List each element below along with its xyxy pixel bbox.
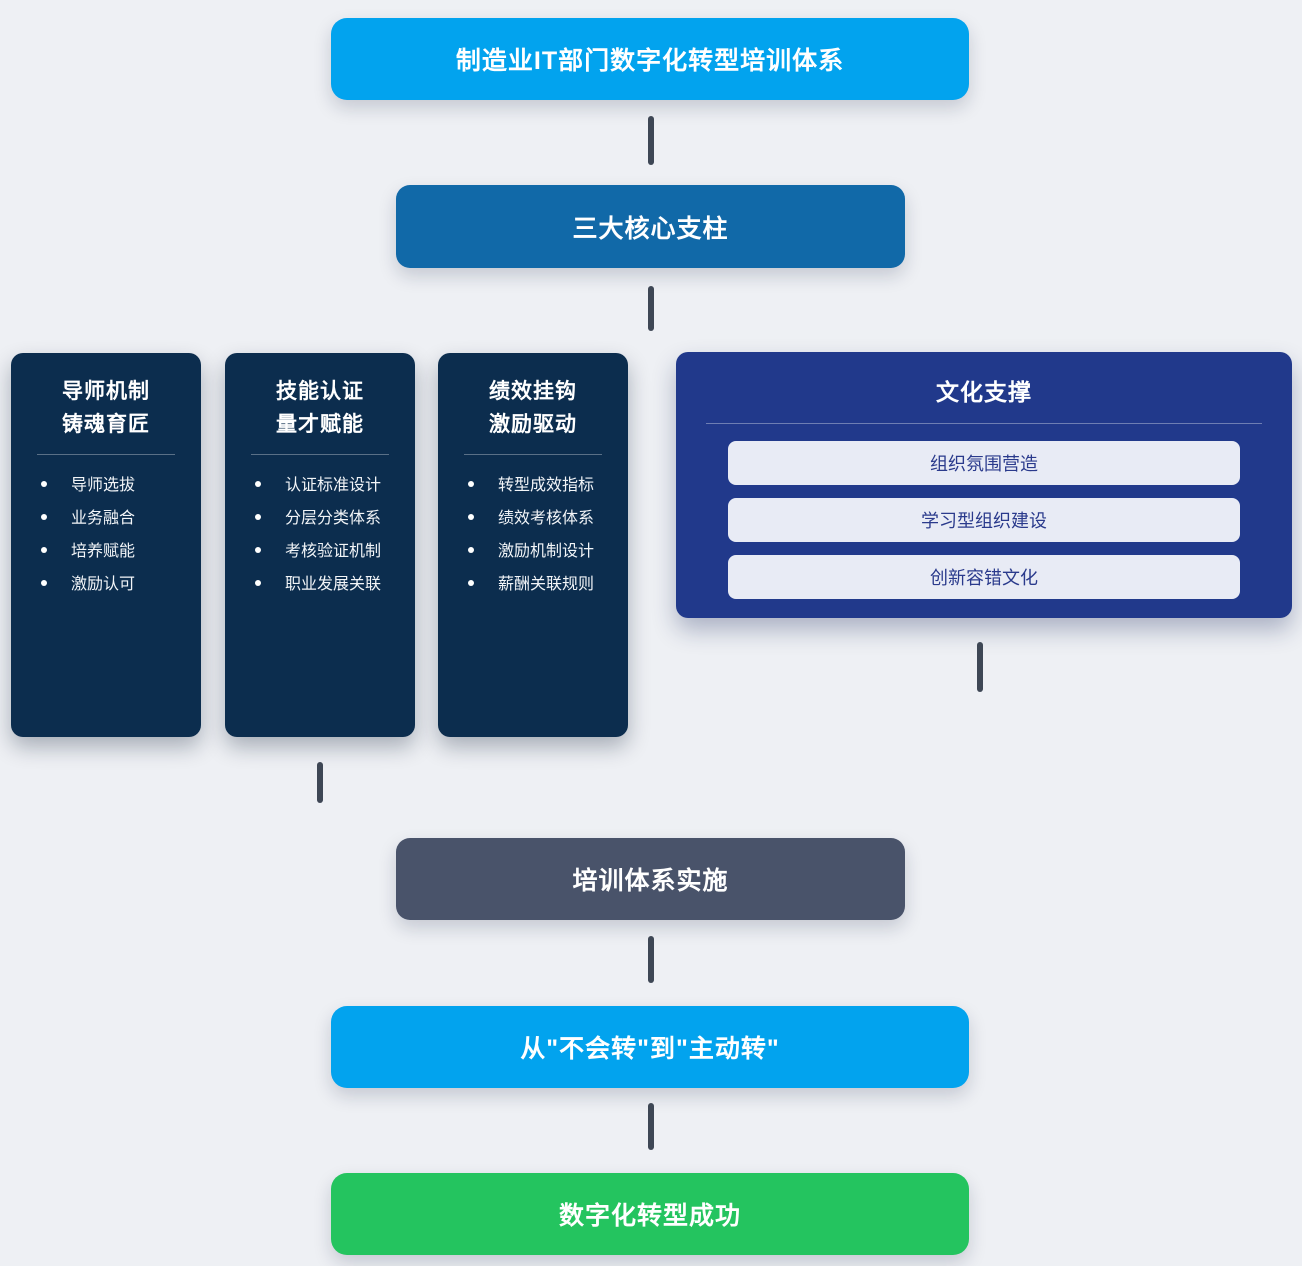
pillar-certification-title-line1: 技能认证 xyxy=(276,380,364,403)
bullet-dot xyxy=(41,481,47,488)
pillar-mentorship-title-line2: 铸魂育匠 xyxy=(62,413,150,436)
bullet-item: 转型成效指标 xyxy=(462,471,604,501)
bullet-dot xyxy=(255,580,261,587)
connector-title-to-header xyxy=(648,116,654,165)
divider xyxy=(251,454,389,455)
flow-node-system-title: 制造业IT部门数字化转型培训体系 xyxy=(331,18,969,100)
pillar-card-certification: 技能认证 量才赋能 认证标准设计 分层分类体系 考核验证机制 职业发展关联 xyxy=(225,353,415,737)
flow-node-transition-label: 从"不会转"到"主动转" xyxy=(520,1035,780,1063)
bullet-label: 导师选拔 xyxy=(71,477,136,494)
connector-pillars-to-implementation xyxy=(317,762,323,803)
pillar-certification-bullet-list: 认证标准设计 分层分类体系 考核验证机制 职业发展关联 xyxy=(249,471,391,600)
bullet-item: 业务融合 xyxy=(35,504,177,534)
bullet-item: 激励认可 xyxy=(35,570,177,600)
culture-item-atmosphere: 组织氛围营造 xyxy=(728,441,1240,485)
culture-item-learning-org: 学习型组织建设 xyxy=(728,498,1240,542)
flow-node-system-title-label: 制造业IT部门数字化转型培训体系 xyxy=(455,47,845,75)
bullet-label: 激励认可 xyxy=(71,576,136,593)
bullet-item: 认证标准设计 xyxy=(249,471,391,501)
flow-node-transition: 从"不会转"到"主动转" xyxy=(331,1006,969,1088)
bullet-label: 绩效考核体系 xyxy=(498,510,595,527)
bullet-dot xyxy=(255,481,261,488)
pillar-certification-title-line2: 量才赋能 xyxy=(276,413,364,436)
connector-transition-to-success xyxy=(648,1103,654,1150)
bullet-item: 激励机制设计 xyxy=(462,537,604,567)
pillar-card-performance: 绩效挂钩 激励驱动 转型成效指标 绩效考核体系 激励机制设计 薪酬关联规则 xyxy=(438,353,628,737)
bullet-item: 薪酬关联规则 xyxy=(462,570,604,600)
flow-node-success: 数字化转型成功 xyxy=(331,1173,969,1255)
pillar-performance-title: 绩效挂钩 激励驱动 xyxy=(462,375,604,441)
bullet-item: 绩效考核体系 xyxy=(462,504,604,534)
bullet-label: 培养赋能 xyxy=(71,543,136,560)
bullet-item: 职业发展关联 xyxy=(249,570,391,600)
pillar-mentorship-title: 导师机制 铸魂育匠 xyxy=(35,375,177,441)
pillar-certification-title: 技能认证 量才赋能 xyxy=(249,375,391,441)
divider xyxy=(37,454,175,455)
bullet-label: 薪酬关联规则 xyxy=(498,576,595,593)
bullet-label: 业务融合 xyxy=(71,510,136,527)
bullet-dot xyxy=(468,580,474,587)
pillar-performance-title-line2: 激励驱动 xyxy=(489,413,577,436)
connector-culture-down xyxy=(977,642,983,692)
bullet-dot xyxy=(41,547,47,554)
pillar-card-mentorship: 导师机制 铸魂育匠 导师选拔 业务融合 培养赋能 激励认可 xyxy=(11,353,201,737)
connector-implementation-to-transition xyxy=(648,936,654,983)
culture-support-title: 文化支撑 xyxy=(936,379,1032,405)
flow-node-pillars-header-label: 三大核心支柱 xyxy=(572,214,729,243)
bullet-label: 转型成效指标 xyxy=(498,477,595,494)
divider xyxy=(464,454,602,455)
flow-node-pillars-header: 三大核心支柱 xyxy=(396,185,905,268)
culture-support-card: 文化支撑 组织氛围营造 学习型组织建设 创新容错文化 xyxy=(676,352,1292,618)
bullet-label: 考核验证机制 xyxy=(285,543,382,560)
pillar-performance-bullet-list: 转型成效指标 绩效考核体系 激励机制设计 薪酬关联规则 xyxy=(462,471,604,600)
bullet-dot xyxy=(468,514,474,521)
flow-node-implementation: 培训体系实施 xyxy=(396,838,905,920)
pillar-performance-title-line1: 绩效挂钩 xyxy=(489,380,577,403)
bullet-dot xyxy=(468,481,474,488)
culture-item-list: 组织氛围营造 学习型组织建设 创新容错文化 xyxy=(728,441,1240,599)
bullet-label: 激励机制设计 xyxy=(498,543,595,560)
bullet-dot xyxy=(468,547,474,554)
bullet-item: 培养赋能 xyxy=(35,537,177,567)
bullet-dot xyxy=(255,547,261,554)
bullet-item: 分层分类体系 xyxy=(249,504,391,534)
pillar-mentorship-bullet-list: 导师选拔 业务融合 培养赋能 激励认可 xyxy=(35,471,177,600)
bullet-dot xyxy=(255,514,261,521)
bullet-label: 职业发展关联 xyxy=(285,576,382,593)
bullet-item: 导师选拔 xyxy=(35,471,177,501)
bullet-dot xyxy=(41,580,47,587)
bullet-label: 分层分类体系 xyxy=(285,510,382,527)
bullet-dot xyxy=(41,514,47,521)
connector-header-to-pillars xyxy=(648,286,654,331)
bullet-item: 考核验证机制 xyxy=(249,537,391,567)
flow-node-success-label: 数字化转型成功 xyxy=(558,1202,741,1230)
pillar-mentorship-title-line1: 导师机制 xyxy=(62,380,150,403)
flow-node-implementation-label: 培训体系实施 xyxy=(572,867,729,895)
culture-item-innovation: 创新容错文化 xyxy=(728,555,1240,599)
divider xyxy=(706,423,1262,424)
bullet-label: 认证标准设计 xyxy=(285,477,382,494)
